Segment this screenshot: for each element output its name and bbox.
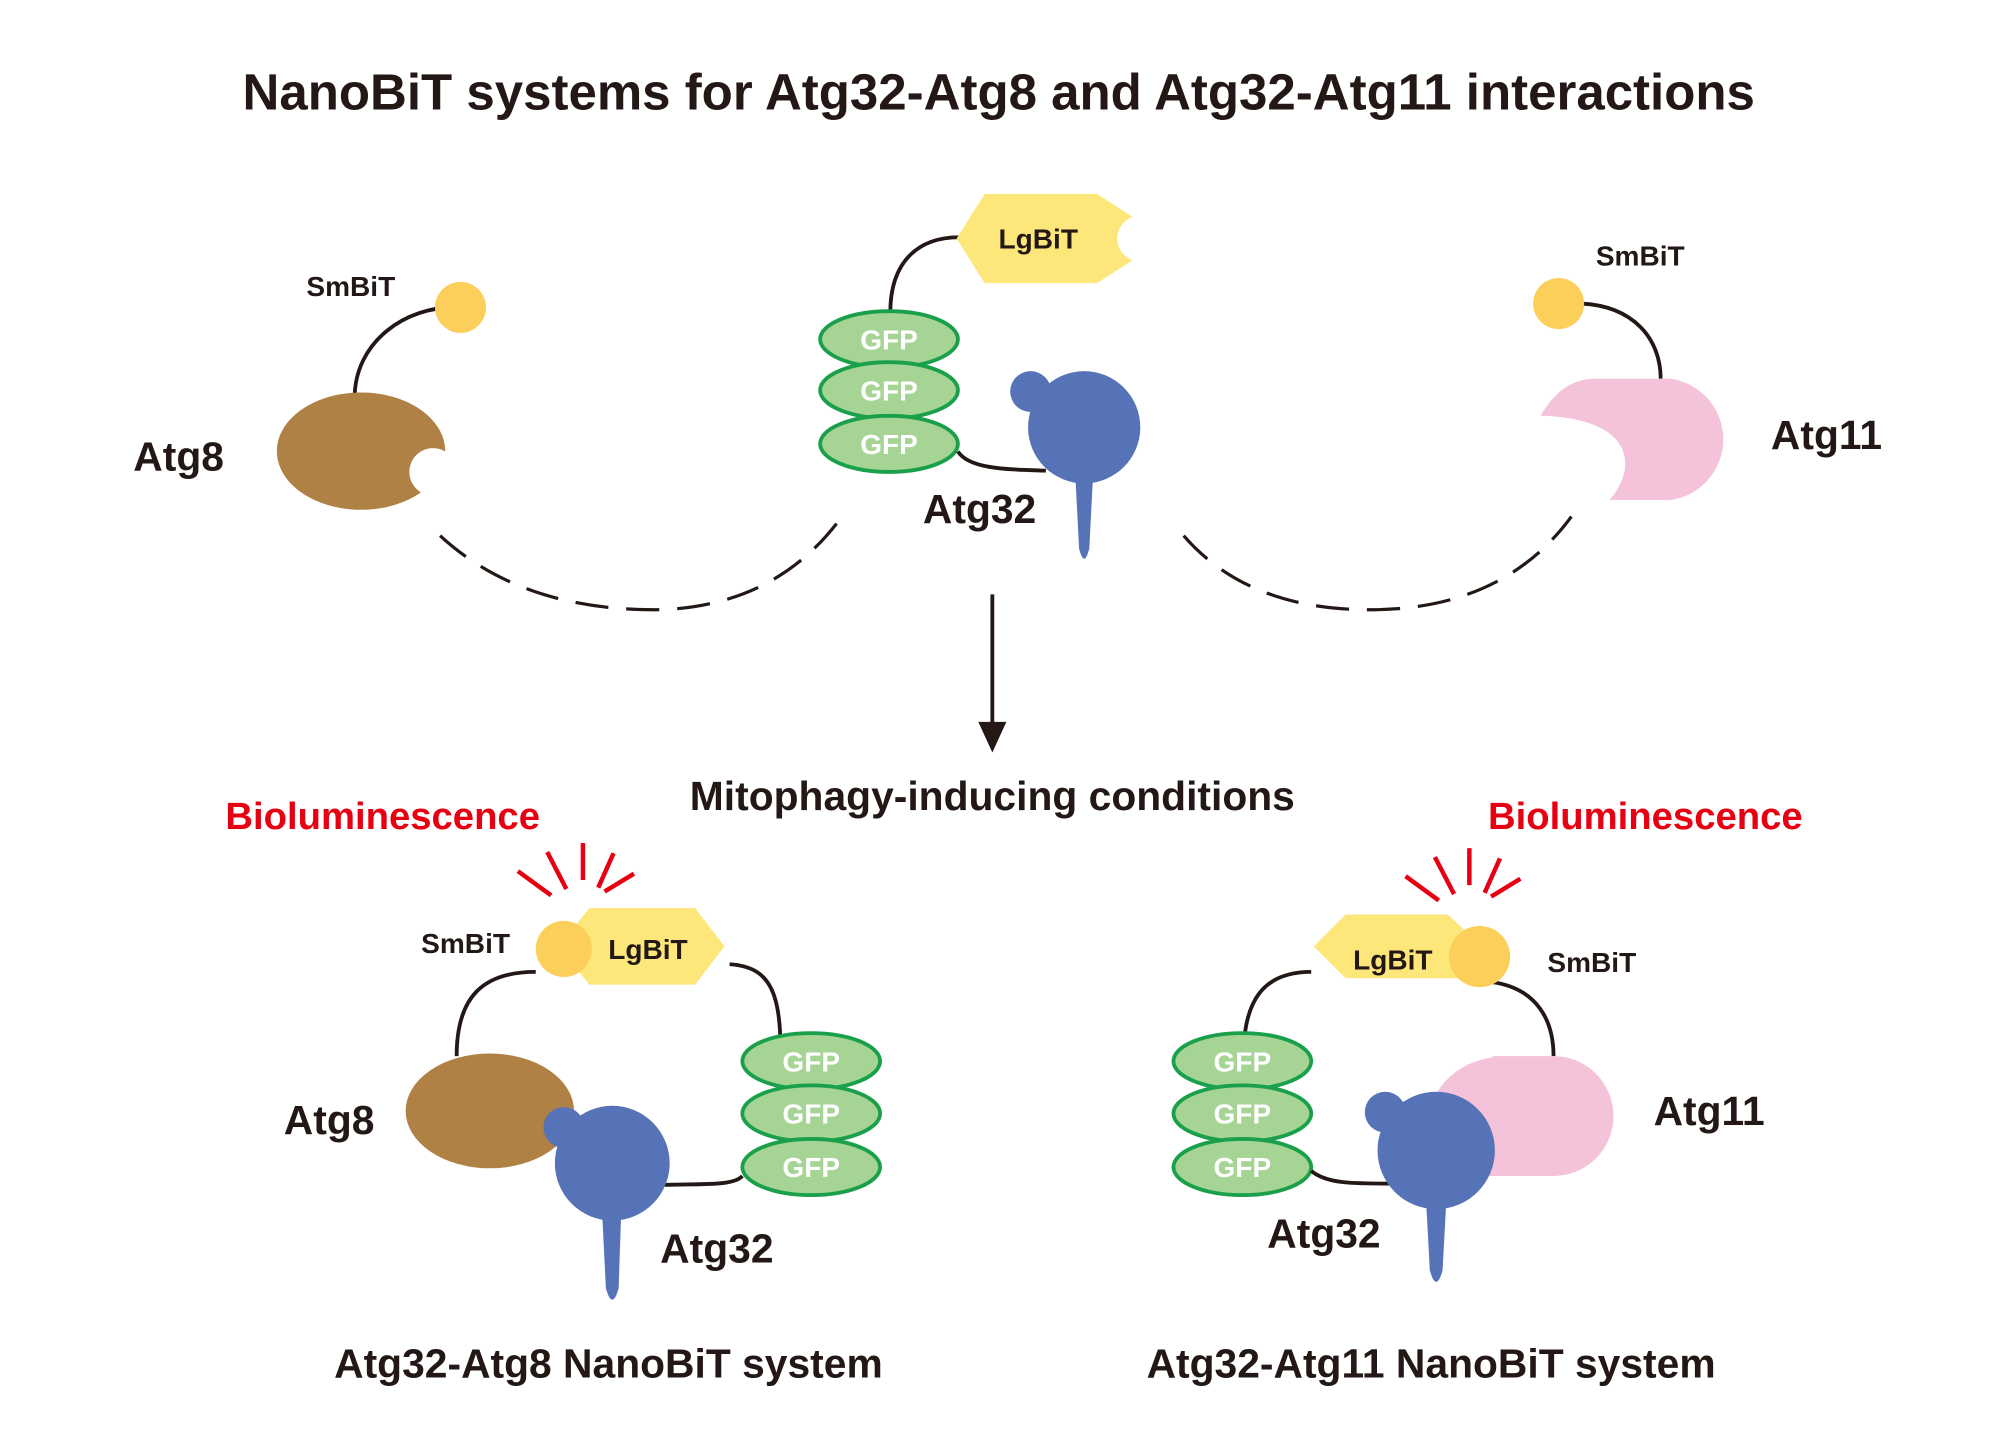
linker-line [1581, 301, 1663, 379]
bottom-right-system: Bioluminescence LgBiT SmBiT Atg11 GFP GF… [1147, 795, 1803, 1386]
smbit-icon [535, 920, 592, 977]
system-caption: Atg32-Atg11 NanoBiT system [1147, 1340, 1716, 1386]
condition-label: Mitophagy-inducing conditions [690, 773, 1295, 819]
gfp-label: GFP [860, 429, 918, 460]
top-atg11-group: SmBiT Atg11 [1533, 240, 1882, 500]
lgbit-label: LgBiT [608, 934, 687, 965]
gfp-label: GFP [1214, 1099, 1272, 1130]
atg11-shape-icon [1492, 1056, 1614, 1176]
top-lgbit-label: LgBiT [999, 224, 1078, 255]
converge-arc-right [1182, 515, 1573, 612]
smbit-icon [1448, 925, 1511, 988]
gfp-icon [818, 413, 960, 474]
atg32-head-icon [554, 1105, 670, 1221]
lgbit-icon [956, 193, 1133, 284]
lgbit-icon [1313, 914, 1480, 979]
bioluminescence-label: Bioluminescence [225, 795, 540, 838]
converge-arc-left [439, 515, 844, 612]
linker-line [663, 1174, 744, 1187]
bioluminescence-label: Bioluminescence [1488, 795, 1803, 838]
diagram-title: NanoBiT systems for Atg32-Atg8 and Atg32… [243, 64, 1755, 121]
gfp-label: GFP [782, 1046, 840, 1077]
lgbit-label: LgBiT [1353, 944, 1432, 975]
top-atg11-label: Atg11 [1771, 412, 1882, 458]
lgbit-icon [558, 908, 725, 985]
top-atg32-label: Atg32 [923, 486, 1036, 532]
arrow-down-icon [978, 721, 1007, 753]
atg32-label: Atg32 [660, 1226, 773, 1272]
gfp-label: GFP [1214, 1152, 1272, 1183]
smbit-icon [434, 281, 486, 333]
atg8-shape-icon [276, 392, 446, 510]
atg32-head-icon [1377, 1091, 1495, 1210]
gfp-label: GFP [782, 1152, 840, 1183]
smbit-label: SmBiT [421, 928, 510, 959]
atg32-tail-icon [1425, 1198, 1447, 1282]
linker-line [1309, 1169, 1391, 1186]
top-atg32-group: LgBiT GFP GFP GFP Atg32 [818, 193, 1141, 559]
top-atg11-smbit-label: SmBiT [1596, 240, 1685, 271]
atg8-label: Atg8 [284, 1097, 375, 1143]
gfp-label: GFP [1214, 1046, 1272, 1077]
atg11-shape-icon [1540, 378, 1724, 500]
atg32-label: Atg32 [1267, 1210, 1380, 1256]
top-atg8-label: Atg8 [133, 434, 224, 480]
gfp-icon [1171, 1137, 1314, 1197]
top-atg8-group: SmBiT Atg8 [133, 271, 486, 510]
linker-line [956, 450, 1046, 473]
smbit-icon [1533, 278, 1585, 330]
atg11-label: Atg11 [1654, 1088, 1765, 1134]
atg32-tail-icon [602, 1211, 622, 1300]
gfp-label: GFP [782, 1099, 840, 1130]
gfp-label: GFP [860, 375, 918, 406]
light-rays-icon [516, 843, 636, 898]
smbit-label: SmBiT [1547, 947, 1636, 978]
linker-line [888, 235, 960, 313]
gfp-icon [740, 1137, 883, 1197]
linker-line [1492, 980, 1556, 1057]
light-rays-icon [1404, 848, 1522, 903]
atg32-tail-icon [1075, 474, 1094, 559]
bottom-left-system: Bioluminescence LgBiT SmBiT Atg8 GFP GFP… [225, 795, 882, 1386]
top-atg8-smbit-label: SmBiT [306, 271, 395, 302]
gfp-label: GFP [860, 324, 918, 355]
atg32-head-icon [1028, 371, 1141, 484]
linker-line [454, 969, 536, 1057]
system-caption: Atg32-Atg8 NanoBiT system [334, 1340, 883, 1386]
atg8-shape-icon [405, 1053, 575, 1169]
